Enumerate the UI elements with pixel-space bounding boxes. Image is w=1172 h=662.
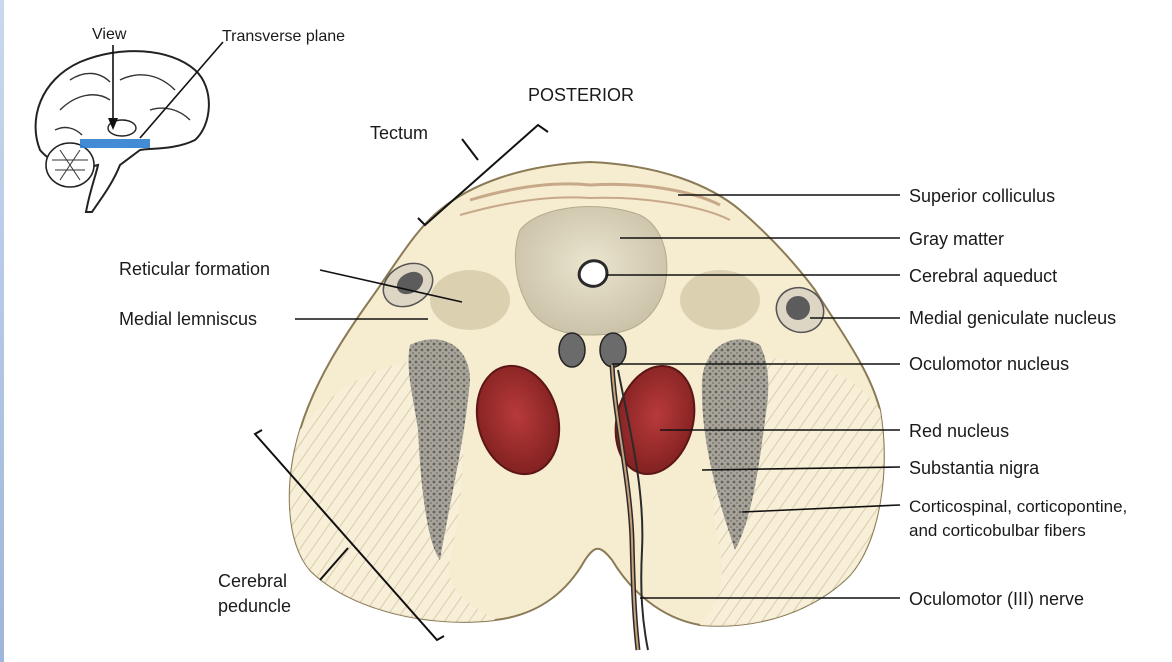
label-superior-colliculus: Superior colliculus — [909, 185, 1055, 207]
label-tectum: Tectum — [370, 122, 428, 144]
brain-sagittal-icon — [36, 51, 209, 212]
inset-plane-label: Transverse plane — [222, 26, 345, 48]
label-reticular-formation: Reticular formation — [119, 258, 270, 280]
label-red-nucleus: Red nucleus — [909, 420, 1009, 442]
oculomotor-nucleus-right — [600, 333, 626, 367]
label-cerebral-peduncle-1: Cerebral — [218, 570, 287, 592]
label-substantia-nigra: Substantia nigra — [909, 457, 1039, 479]
label-cerebral-aqueduct: Cerebral aqueduct — [909, 265, 1057, 287]
label-oculomotor-nucleus: Oculomotor nucleus — [909, 353, 1069, 375]
label-oculomotor-nerve: Oculomotor (III) nerve — [909, 588, 1084, 610]
label-cerebral-peduncle-2: peduncle — [218, 595, 291, 617]
label-medial-lemniscus: Medial lemniscus — [119, 308, 257, 330]
label-medial-geniculate-nucleus: Medial geniculate nucleus — [909, 307, 1116, 329]
cerebral-aqueduct — [579, 261, 607, 287]
label-fibers-2: and corticobulbar fibers — [909, 520, 1086, 542]
transverse-plane-highlight — [80, 139, 150, 148]
inset-view-label: View — [92, 24, 126, 46]
label-gray-matter: Gray matter — [909, 228, 1004, 250]
oculomotor-nucleus-left — [559, 333, 585, 367]
orientation-label: POSTERIOR — [528, 84, 634, 106]
label-fibers-1: Corticospinal, corticopontine, — [909, 496, 1127, 518]
